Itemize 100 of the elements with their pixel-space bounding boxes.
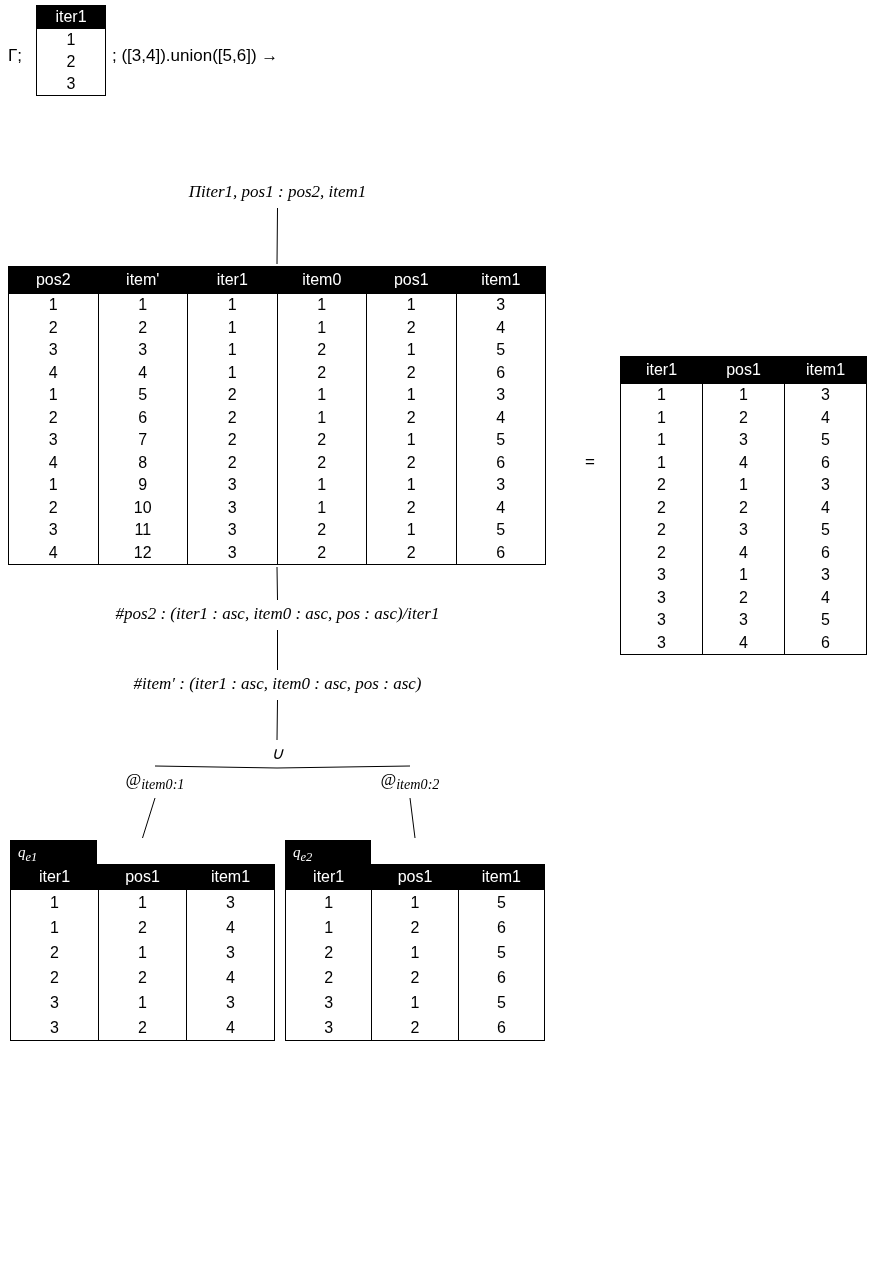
connector-line: [142, 797, 156, 839]
table-cell: 6: [456, 541, 546, 565]
table-cell: 1: [277, 294, 367, 317]
table-cell: 4: [784, 496, 867, 519]
table-cell: 6: [458, 965, 545, 990]
table-cell: 1: [366, 474, 456, 497]
table-cell: 2: [277, 519, 367, 542]
table-cell: 3: [186, 940, 275, 965]
table-cell: 4: [702, 451, 785, 474]
table-cell: 4: [8, 541, 98, 565]
table-cell: 2: [620, 474, 703, 497]
table-cell: 1: [371, 990, 459, 1015]
table-cell: 3: [456, 294, 546, 317]
table-cell: 3: [8, 519, 98, 542]
table-cell: 1: [366, 339, 456, 362]
table-cell: 7: [98, 429, 188, 452]
connector-line: [276, 765, 411, 769]
operator-label: #item′ : (iter1 : asc, item0 : asc, pos : asc): [40, 672, 515, 698]
table-cell: 4: [186, 915, 275, 940]
text-label: Γ;: [8, 46, 23, 66]
column-header: item1: [186, 864, 275, 890]
column-header: item1: [784, 356, 867, 384]
table-cell: 3: [285, 1015, 372, 1041]
table-cell: 4: [186, 965, 275, 990]
table-cell: 5: [98, 384, 188, 407]
table-cell: 8: [98, 451, 188, 474]
table-cell: 10: [98, 496, 188, 519]
table-cell: 4: [702, 631, 785, 655]
table-cell: 5: [784, 609, 867, 632]
text-label: ; ([3,4]).union([5,6]) →: [112, 46, 279, 66]
table-cell: 1: [187, 361, 277, 384]
table-cell: 1: [620, 451, 703, 474]
table-cell: 2: [277, 339, 367, 362]
table-cell: 2: [98, 316, 188, 339]
table-cell: 3: [36, 73, 106, 96]
table-cell: 4: [702, 541, 785, 564]
table-cell: 4: [98, 361, 188, 384]
table-cell: 5: [458, 940, 545, 965]
table-cell: 4: [456, 496, 546, 519]
table-cell: 2: [187, 451, 277, 474]
table-cell: 1: [187, 316, 277, 339]
table-cell: 1: [702, 474, 785, 497]
data-table: [36, 5, 106, 96]
table-cell: 6: [456, 361, 546, 384]
table-cell: 2: [285, 965, 372, 990]
column-header: item1: [458, 864, 545, 890]
table-cell: 2: [187, 384, 277, 407]
table-cell: 3: [456, 474, 546, 497]
table-cell: 3: [187, 474, 277, 497]
table-cell: 5: [458, 890, 545, 915]
table-cell: 5: [456, 429, 546, 452]
table-title: q$_{e1}$: [10, 840, 98, 864]
table-cell: 2: [10, 940, 99, 965]
table-cell: 3: [187, 541, 277, 565]
table-cell: 1: [620, 384, 703, 407]
operator-label: Πiter1, pos1 : pos2, item1: [120, 180, 435, 206]
table-cell: 3: [8, 339, 98, 362]
table-cell: 2: [8, 316, 98, 339]
table-cell: 2: [277, 361, 367, 384]
table-cell: 2: [8, 496, 98, 519]
operator-label: ∪: [266, 742, 288, 766]
table-cell: 6: [458, 915, 545, 940]
table-cell: 1: [620, 429, 703, 452]
table-cell: 11: [98, 519, 188, 542]
table-cell: 1: [620, 406, 703, 429]
table-cell: 4: [456, 406, 546, 429]
table-cell: 6: [458, 1015, 545, 1041]
table-cell: 2: [702, 586, 785, 609]
table-cell: 6: [784, 541, 867, 564]
table-cell: 4: [456, 316, 546, 339]
table-cell: 3: [784, 474, 867, 497]
operator-label: @$_{item0:1}$: [110, 768, 200, 796]
table-cell: 5: [456, 519, 546, 542]
table-cell: 3: [187, 519, 277, 542]
table-cell: 2: [366, 451, 456, 474]
table-cell: 2: [371, 915, 459, 940]
table-cell: 2: [620, 496, 703, 519]
table-cell: 3: [285, 990, 372, 1015]
table-cell: 1: [277, 496, 367, 519]
table-cell: 1: [366, 294, 456, 317]
connector-line: [276, 699, 278, 741]
table-cell: 1: [285, 890, 372, 915]
table-cell: 2: [277, 451, 367, 474]
column-header: iter1: [187, 266, 277, 294]
table-cell: 1: [98, 940, 187, 965]
table-cell: 1: [702, 564, 785, 587]
table-cell: 3: [620, 564, 703, 587]
table-cell: 2: [366, 541, 456, 565]
data-table: [620, 356, 867, 655]
table-cell: 12: [98, 541, 188, 565]
column-header: pos1: [98, 864, 187, 890]
table-cell: 1: [8, 474, 98, 497]
table-cell: 5: [456, 339, 546, 362]
table-cell: 1: [277, 406, 367, 429]
table-cell: 4: [8, 451, 98, 474]
table-cell: 2: [98, 1015, 187, 1041]
table-cell: 2: [366, 496, 456, 519]
table-cell: 1: [277, 384, 367, 407]
connector-line: [276, 207, 278, 265]
table-cell: 3: [620, 631, 703, 655]
